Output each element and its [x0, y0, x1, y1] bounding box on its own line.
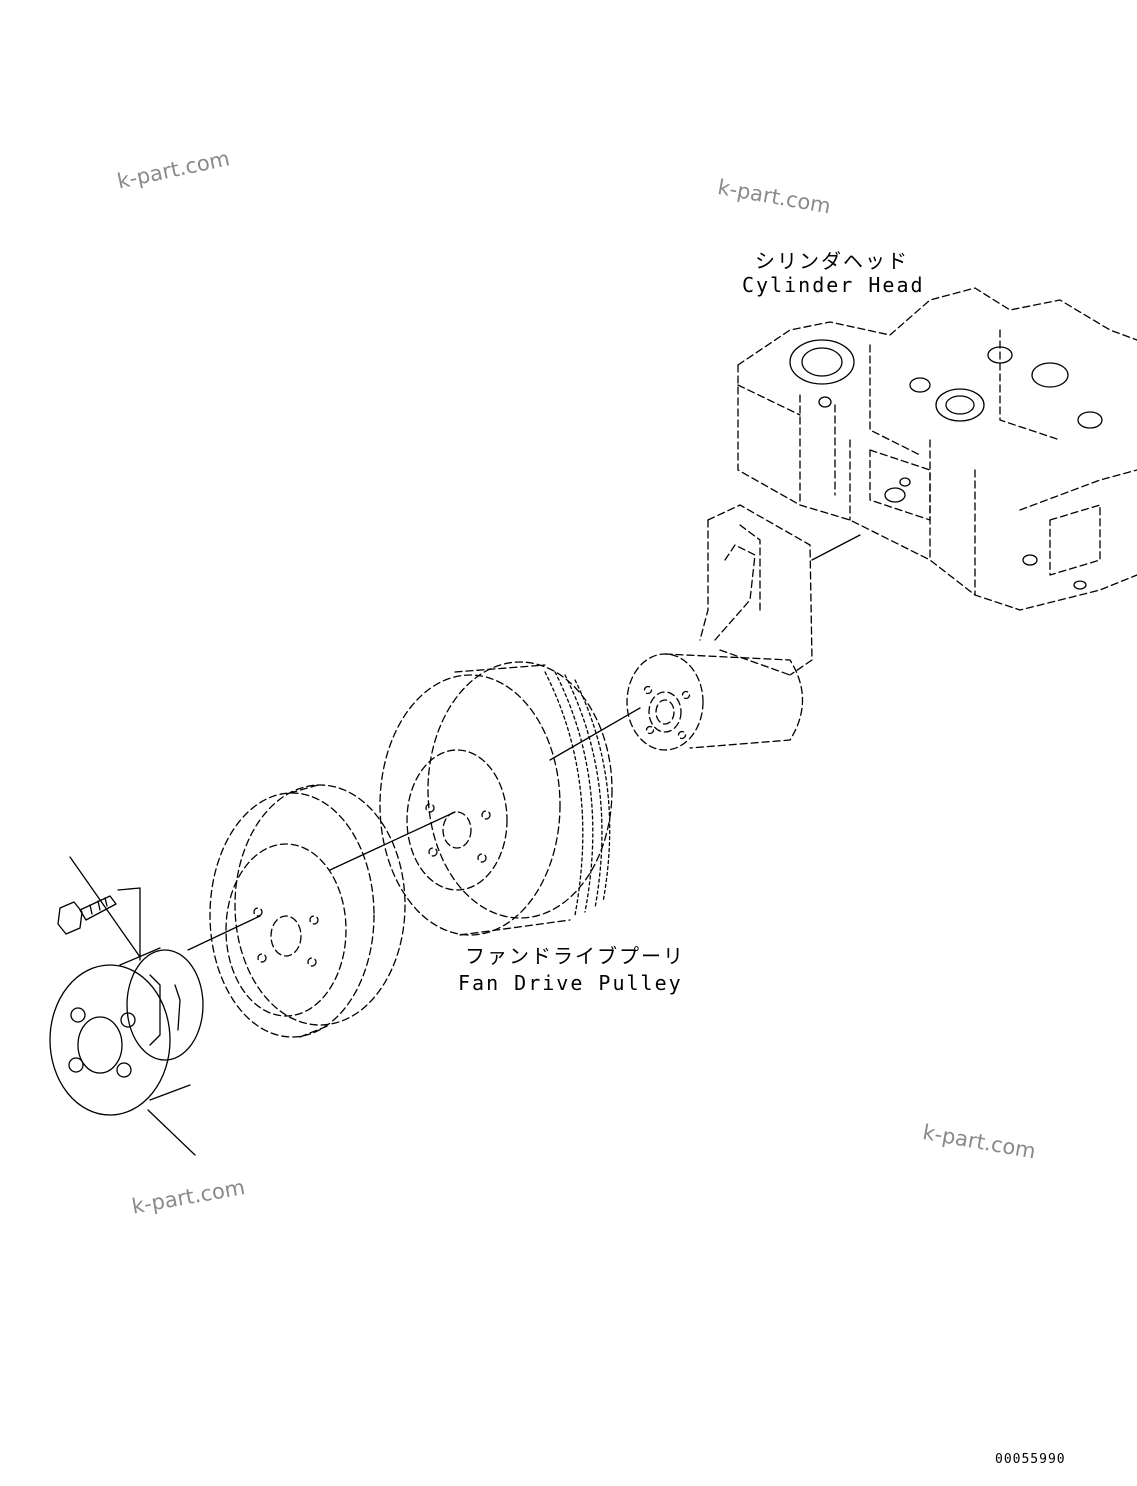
leader-lines — [69, 534, 861, 1156]
fan-bracket — [699, 504, 813, 676]
damper-pulley — [209, 784, 406, 1038]
cylinder-head-label-en: Cylinder Head — [742, 273, 925, 297]
cylinder-head-label-jp: シリンダヘッド — [755, 249, 909, 273]
document-id: 00055990 — [995, 1452, 1066, 1467]
flange-bolt — [57, 895, 117, 935]
fan-drive-pulley — [379, 661, 613, 936]
pulley-hub — [626, 653, 804, 751]
fan-spacer — [49, 947, 204, 1116]
fan-drive-pulley-label-jp: ファンドライブプーリ — [465, 944, 685, 968]
cylinder-head-ports — [789, 339, 1103, 590]
pulley-ribs — [544, 671, 611, 916]
cylinder-head — [737, 287, 1137, 611]
fan-drive-pulley-label-en: Fan Drive Pulley — [458, 971, 683, 995]
